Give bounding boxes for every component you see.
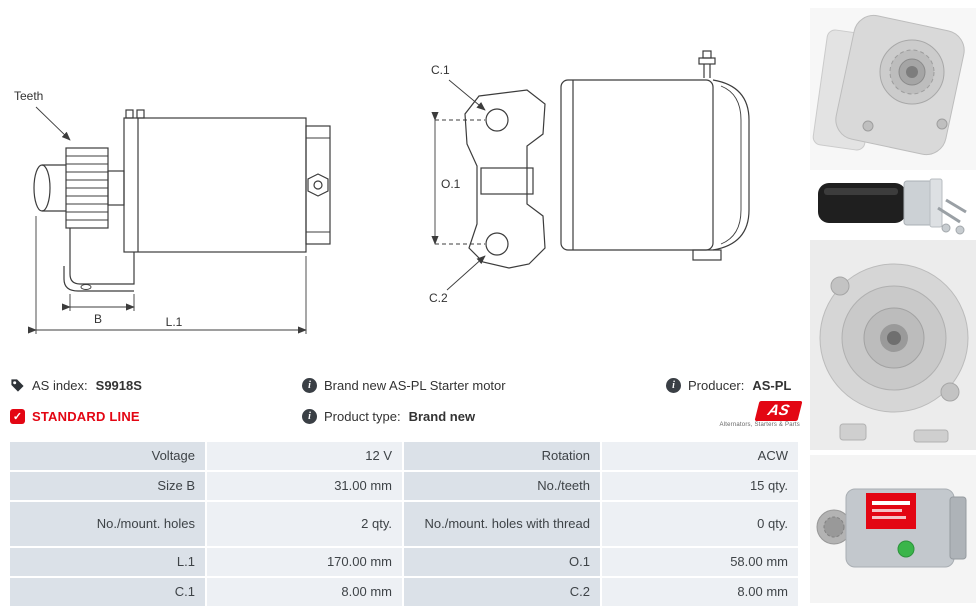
spec-label: Rotation [404, 442, 600, 470]
spec-value: 12 V [207, 442, 402, 470]
technical-drawing-front-view: C.1 C.2 O.1 [415, 46, 771, 328]
product-photo-gear-end[interactable] [810, 8, 976, 170]
product-info: AS index: S9918S ✓ STANDARD LINE i Brand… [10, 374, 803, 438]
as-logo-tagline: Alternators, Starters & Parts [719, 421, 800, 428]
c1-leader-line [448, 79, 486, 111]
as-index-value: S9918S [95, 377, 142, 393]
info-icon: i [302, 377, 317, 393]
dim-l1-label: L.1 [166, 315, 183, 329]
spec-label: No./teeth [404, 472, 600, 500]
dimension-b: B [61, 294, 135, 326]
spec-label: Size B [10, 472, 205, 500]
tag-icon [10, 378, 25, 393]
brand-new-text: Brand new AS-PL Starter motor [324, 377, 506, 393]
info-column-3: i Producer: AS-PL AS Alternators, Starte… [666, 374, 803, 434]
as-logo-mark: AS [754, 400, 803, 421]
as-index-row: AS index: S9918S [10, 374, 142, 396]
c2-leader-line [446, 255, 486, 291]
spec-value: ACW [602, 442, 798, 470]
front-view-svg: C.1 C.2 O.1 [429, 50, 750, 305]
spec-label: C.2 [404, 578, 600, 606]
product-photo-labeled[interactable] [810, 455, 976, 603]
spec-value: 170.00 mm [207, 548, 402, 576]
spec-label: No./mount. holes [10, 502, 205, 546]
spec-value: 0 qty. [602, 502, 798, 546]
spec-label: No./mount. holes with thread [404, 502, 600, 546]
teeth-label: Teeth [14, 89, 43, 103]
bracket-face-drawing [464, 89, 546, 269]
producer-label: Producer: [688, 377, 745, 393]
side-view-svg: Teeth [14, 89, 331, 334]
teeth-leader-line [35, 106, 71, 141]
bracket-drawing [63, 228, 135, 292]
dimension-o1: O.1 [431, 111, 485, 245]
brand-logo-row: AS Alternators, Starters & Parts [666, 400, 803, 428]
spec-label: Voltage [10, 442, 205, 470]
info-icon: i [302, 408, 317, 424]
motor-top-silhouette [560, 50, 750, 261]
info-column-2: i Brand new AS-PL Starter motor i Produc… [302, 374, 506, 436]
spec-value: 8.00 mm [602, 578, 798, 606]
dim-b-label: B [94, 312, 102, 326]
as-index-label: AS index: [32, 377, 88, 393]
spec-table: Voltage 12 V Rotation ACW Size B 31.00 m… [10, 442, 798, 606]
standard-line-label: STANDARD LINE [32, 408, 140, 424]
spec-label: O.1 [404, 548, 600, 576]
technical-drawing-side-view: Teeth [6, 80, 358, 346]
spec-value: 31.00 mm [207, 472, 402, 500]
product-type-row: i Product type: Brand new [302, 405, 506, 427]
info-column-1: AS index: S9918S ✓ STANDARD LINE [10, 374, 142, 436]
product-photo-flange[interactable] [810, 240, 976, 450]
producer-row: i Producer: AS-PL [666, 374, 800, 396]
producer-value: AS-PL [752, 377, 792, 393]
as-pl-logo: AS Alternators, Starters & Parts [719, 400, 803, 428]
gear-drawing [65, 147, 125, 229]
dimension-l1: L.1 [27, 216, 307, 334]
dim-o1-label: O.1 [441, 177, 461, 191]
spec-value: 15 qty. [602, 472, 798, 500]
check-icon: ✓ [10, 408, 25, 424]
product-type-value: Brand new [408, 408, 476, 424]
dim-c2-label: C.2 [429, 291, 448, 305]
product-photo-side[interactable] [810, 170, 976, 236]
spec-value: 58.00 mm [602, 548, 798, 576]
shaft-drawing [33, 164, 66, 212]
spec-value: 8.00 mm [207, 578, 402, 606]
motor-body-drawing [123, 109, 331, 253]
brand-new-row: i Brand new AS-PL Starter motor [302, 374, 506, 396]
spec-value: 2 qty. [207, 502, 402, 546]
spec-label: C.1 [10, 578, 205, 606]
dim-c1-label: C.1 [431, 63, 450, 77]
spec-label: L.1 [10, 548, 205, 576]
info-icon: i [666, 377, 681, 393]
standard-line-row: ✓ STANDARD LINE [10, 405, 142, 427]
product-type-label: Product type: [324, 408, 401, 424]
